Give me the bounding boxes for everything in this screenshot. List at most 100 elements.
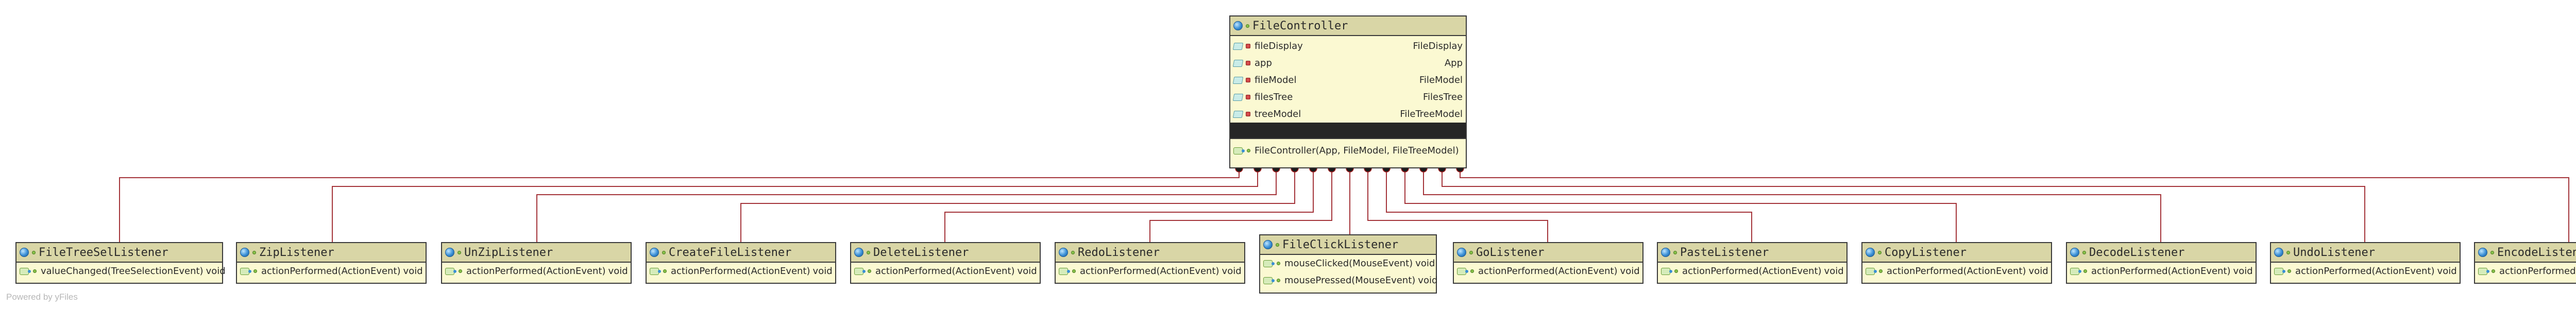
field-type: FileDisplay (1413, 41, 1463, 52)
method-name: actionPerformed(ActionEvent) (466, 266, 606, 277)
method-name: actionPerformed(ActionEvent) (261, 266, 401, 277)
class-header: CreateFileListener (647, 243, 835, 263)
method-name: actionPerformed(ActionEvent) (2091, 266, 2231, 277)
method-name: actionPerformed(ActionEvent) (1478, 266, 1618, 277)
class-header: RedoListener (1056, 243, 1244, 263)
method-row[interactable]: actionPerformed(ActionEvent) void (237, 263, 426, 280)
method-row[interactable]: actionPerformed(ActionEvent) void (1454, 263, 1642, 280)
field-name: treeModel (1255, 109, 1301, 119)
class-box-create-file-listener[interactable]: CreateFileListener actionPerformed(Actio… (646, 242, 836, 284)
field-name: filesTree (1255, 92, 1293, 102)
class-box-file-tree-sel-listener[interactable]: FileTreeSelListener valueChanged(TreeSel… (15, 242, 226, 284)
class-icon (445, 248, 454, 257)
method-row[interactable]: actionPerformed(ActionEvent) void (2271, 263, 2460, 280)
method-row[interactable]: FileController(App, FileModel, FileTreeM… (1230, 142, 1466, 159)
public-visibility-icon (1878, 250, 1882, 254)
public-visibility-icon (2286, 250, 2290, 254)
public-visibility-icon (2287, 269, 2291, 273)
field-row[interactable]: fileModel FileModel (1230, 72, 1466, 89)
method-row[interactable]: actionPerformed(ActionEvent) void (647, 263, 835, 280)
class-icon (1661, 248, 1670, 257)
class-icon (1457, 248, 1466, 257)
private-visibility-icon (1246, 44, 1250, 48)
field-name: app (1255, 58, 1272, 68)
class-icon (1059, 248, 1068, 257)
method-name: actionPerformed(ActionEvent) (2499, 266, 2576, 277)
field-row[interactable]: filesTree FilesTree (1230, 89, 1466, 106)
method-return-type: void (1017, 266, 1037, 277)
class-icon (240, 248, 249, 257)
class-icon (2478, 248, 2487, 257)
class-header: EncodeListener (2475, 243, 2576, 263)
public-visibility-icon (662, 250, 666, 254)
class-name: FileController (1252, 19, 1348, 32)
field-row[interactable]: fileDisplay FileDisplay (1230, 38, 1466, 55)
class-box-redo-listener[interactable]: RedoListener actionPerformed(ActionEvent… (1055, 242, 1245, 284)
class-box-unzip-listener[interactable]: UnZipListener actionPerformed(ActionEven… (441, 242, 632, 284)
method-icon (650, 267, 661, 275)
private-visibility-icon (1246, 61, 1250, 65)
method-icon (1263, 277, 1275, 284)
public-visibility-icon (2083, 269, 2087, 273)
method-row[interactable]: actionPerformed(ActionEvent) void (442, 263, 631, 280)
association-line (1460, 168, 2569, 242)
class-header: PasteListener (1658, 243, 1846, 263)
association-line (1149, 168, 1332, 242)
method-return-type: void (1415, 258, 1435, 269)
class-header: ZipListener (237, 243, 426, 263)
class-icon (854, 248, 863, 257)
class-header: UnZipListener (442, 243, 631, 263)
class-box-zip-listener[interactable]: ZipListener actionPerformed(ActionEvent)… (236, 242, 427, 284)
public-visibility-icon (252, 250, 256, 254)
public-visibility-icon (1277, 279, 1280, 282)
class-header: UndoListener (2271, 243, 2460, 263)
public-visibility-icon (2492, 269, 2495, 273)
class-box-go-listener[interactable]: GoListener actionPerformed(ActionEvent) … (1453, 242, 1643, 284)
field-type: App (1444, 58, 1463, 68)
field-icon (1232, 76, 1244, 84)
method-name: actionPerformed(ActionEvent) (1887, 266, 2026, 277)
method-icon (2070, 267, 2081, 275)
association-line (740, 168, 1295, 242)
class-box-undo-listener[interactable]: UndoListener actionPerformed(ActionEvent… (2270, 242, 2461, 284)
method-name: actionPerformed(ActionEvent) (1682, 266, 1822, 277)
class-name: EncodeListener (2497, 246, 2576, 259)
method-row[interactable]: actionPerformed(ActionEvent) void (1056, 263, 1244, 280)
public-visibility-icon (1673, 250, 1677, 254)
class-name: FileTreeSelListener (39, 246, 168, 259)
field-row[interactable]: treeModel FileTreeModel (1230, 106, 1466, 123)
method-row[interactable]: actionPerformed(ActionEvent) void (851, 263, 1040, 280)
class-box-file-controller[interactable]: FileController fileDisplay FileDisplay a… (1229, 15, 1467, 168)
class-name: UndoListener (2293, 246, 2375, 259)
class-name: DecodeListener (2089, 246, 2185, 259)
method-name: mousePressed(MouseEvent) (1284, 275, 1416, 286)
powered-by-watermark: Powered by yFiles (6, 292, 78, 302)
field-type: FileModel (1419, 75, 1463, 85)
method-row[interactable]: actionPerformed(ActionEvent) void (1658, 263, 1846, 280)
method-row[interactable]: actionPerformed(ActionEvent) void (1862, 263, 2051, 280)
class-box-copy-listener[interactable]: CopyListener actionPerformed(ActionEvent… (1861, 242, 2052, 284)
association-line (332, 168, 1258, 242)
method-row[interactable]: actionPerformed(ActionEvent) void (2475, 263, 2576, 280)
class-box-encode-listener[interactable]: EncodeListener actionPerformed(ActionEve… (2474, 242, 2576, 284)
method-row[interactable]: valueChanged(TreeSelectionEvent) void (16, 263, 226, 280)
method-icon (2274, 267, 2285, 275)
method-row[interactable]: mousePressed(MouseEvent) void (1260, 272, 1437, 289)
method-icon (445, 267, 456, 275)
class-name: CreateFileListener (669, 246, 792, 259)
field-row[interactable]: app App (1230, 55, 1466, 72)
field-icon (1232, 110, 1244, 118)
class-box-paste-listener[interactable]: PasteListener actionPerformed(ActionEven… (1657, 242, 1848, 284)
method-list: FileController(App, FileModel, FileTreeM… (1230, 138, 1466, 159)
method-row[interactable]: mouseClicked(MouseEvent) void (1260, 255, 1436, 272)
class-icon (1233, 21, 1243, 30)
class-box-delete-listener[interactable]: DeleteListener actionPerformed(ActionEve… (850, 242, 1041, 284)
class-box-file-click-listener[interactable]: FileClickListener mouseClicked(MouseEven… (1259, 234, 1437, 294)
method-icon (20, 267, 31, 275)
method-name: actionPerformed(ActionEvent) (671, 266, 810, 277)
method-row[interactable]: actionPerformed(ActionEvent) void (2067, 263, 2256, 280)
private-visibility-icon (1246, 112, 1250, 116)
private-visibility-icon (1246, 95, 1250, 99)
method-return-type: void (2233, 266, 2253, 277)
class-box-decode-listener[interactable]: DecodeListener actionPerformed(ActionEve… (2066, 242, 2257, 284)
